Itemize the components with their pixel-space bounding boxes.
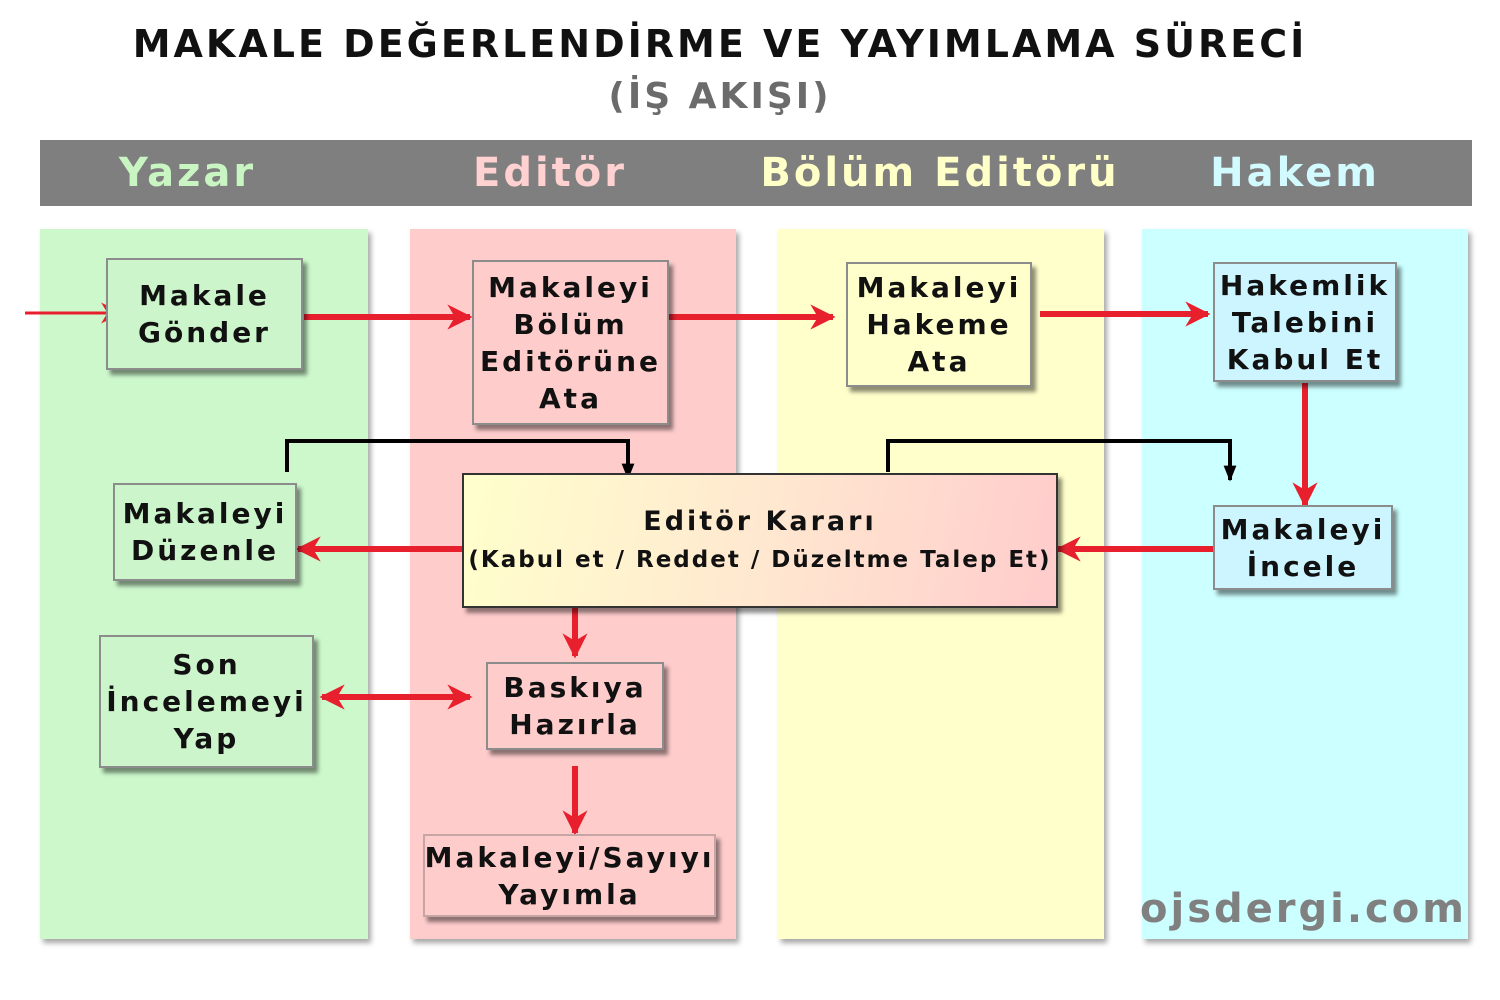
page-subtitle: (İŞ AKIŞI) [608, 76, 832, 117]
lane-header-band [40, 140, 1472, 206]
page-title: MAKALE DEĞERLENDİRME VE YAYIMLAMA SÜRECİ [132, 22, 1308, 66]
site-watermark: ojsdergi.com [1140, 886, 1467, 932]
lane-title-section-editor: Bölüm Editörü [760, 150, 1120, 196]
lane-title-editor: Editör [473, 150, 627, 196]
lane-title-reviewer: Hakem [1210, 150, 1380, 196]
decision-options: (Kabul et / Reddet / Düzeltme Talep Et) [468, 546, 1052, 573]
decision-title: Editör Kararı [643, 505, 877, 537]
lane-title-author: Yazar [118, 150, 257, 196]
step-editor-decision: Editör Kararı (Kabul et / Reddet / Düzel… [462, 473, 1058, 608]
